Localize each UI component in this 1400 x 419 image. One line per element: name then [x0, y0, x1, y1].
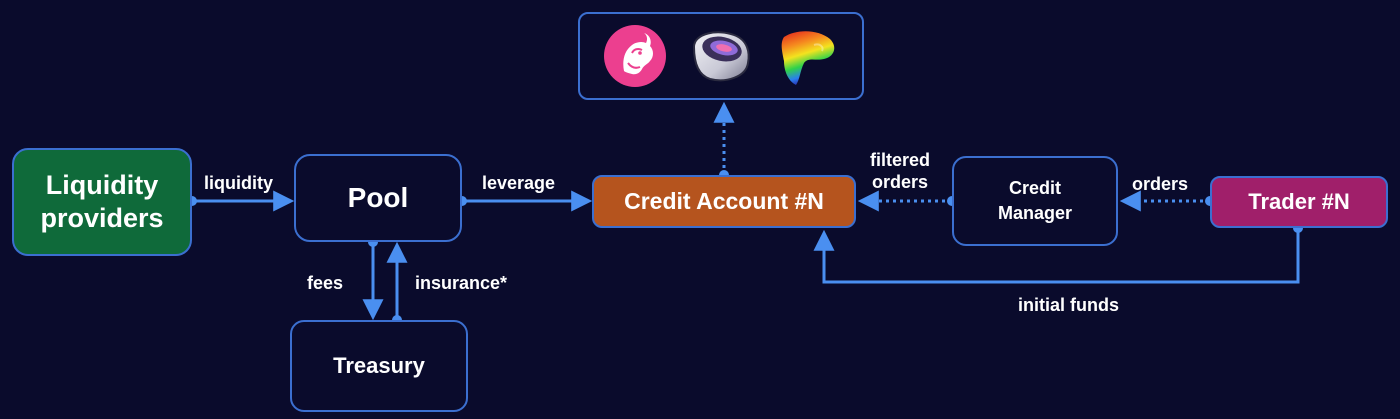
node-protocols — [578, 12, 864, 100]
edge-insurance — [386, 241, 408, 325]
edge-label-initial-funds: initial funds — [1018, 295, 1119, 315]
edge-filtered-orders — [857, 190, 957, 212]
edge-label-filtered-orders: filtered orders — [858, 149, 942, 193]
filtered-orders-line-1: filtered — [869, 150, 930, 170]
credit-manager-line-2: Manager — [997, 203, 1073, 223]
edge-label-insurance: insurance* — [415, 273, 508, 293]
liquidity-providers-line-2: providers — [40, 203, 164, 233]
sushi-ring-icon — [686, 21, 756, 91]
edge-label-fees: fees — [307, 273, 344, 293]
node-credit-manager: Credit Manager — [952, 156, 1118, 246]
edge-label-orders: orders — [1132, 174, 1189, 194]
node-credit-account: Credit Account #N — [592, 175, 856, 228]
edge-protocols — [713, 101, 735, 180]
credit-manager-line-1: Credit — [1008, 178, 1061, 198]
edge-label-liquidity: liquidity — [204, 173, 273, 193]
node-trader: Trader #N — [1210, 176, 1388, 228]
trader-label: Trader #N — [1248, 189, 1350, 214]
node-liquidity-providers: Liquidity providers — [12, 148, 192, 256]
filtered-orders-line-2: orders — [871, 172, 929, 192]
credit-account-label: Credit Account #N — [624, 188, 824, 214]
liquidity-providers-line-1: Liquidity — [45, 170, 159, 200]
edge-label-leverage: leverage — [482, 173, 556, 193]
node-treasury: Treasury — [290, 320, 468, 412]
uniswap-unicorn-icon — [600, 21, 670, 91]
edge-orders — [1119, 190, 1215, 212]
curve-rainbow-icon — [772, 21, 842, 91]
edge-leverage — [457, 190, 593, 212]
edge-liquidity — [187, 190, 295, 212]
edge-fees — [362, 237, 384, 321]
node-pool: Pool — [294, 154, 462, 242]
pool-label: Pool — [347, 182, 409, 213]
treasury-label: Treasury — [333, 353, 425, 378]
